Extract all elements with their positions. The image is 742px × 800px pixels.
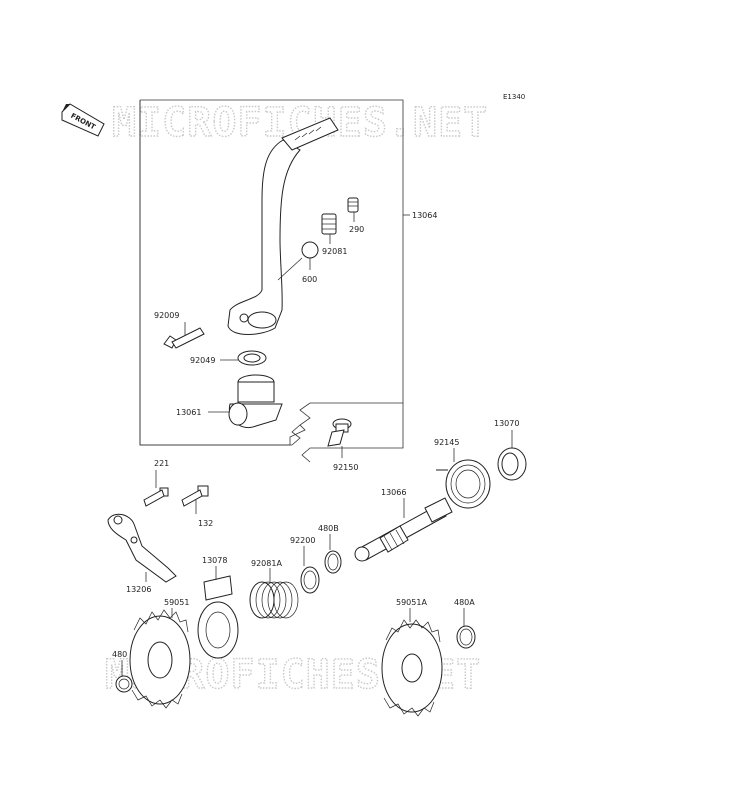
bolt-92009 <box>163 327 205 349</box>
label-92145: 92145 <box>434 438 459 447</box>
spring-92081a <box>249 581 299 619</box>
collar-13070 <box>497 447 527 481</box>
label-92200: 92200 <box>290 536 315 545</box>
label-480b: 480B <box>318 524 339 533</box>
label-92081: 92081 <box>322 247 347 256</box>
label-480a: 480A <box>454 598 475 607</box>
front-arrow-icon: FRONT <box>61 103 105 137</box>
label-221: 221 <box>154 459 169 468</box>
label-13206: 13206 <box>126 585 151 594</box>
kick-shaft-13066 <box>354 497 453 562</box>
bolt-92150 <box>327 418 352 447</box>
gear-59051a <box>381 619 443 717</box>
ball-600 <box>301 241 319 259</box>
label-13078: 13078 <box>202 556 227 565</box>
label-13070: 13070 <box>494 419 519 428</box>
label-600: 600 <box>302 275 317 284</box>
label-13064: 13064 <box>412 211 437 220</box>
label-92150: 92150 <box>333 463 358 472</box>
bolt-221 <box>143 487 169 507</box>
spring-290 <box>347 197 359 213</box>
leader-lines <box>121 212 513 676</box>
boss-13061 <box>228 374 283 428</box>
gear-59051 <box>129 609 191 709</box>
label-13061: 13061 <box>176 408 201 417</box>
bolt-132 <box>181 485 209 507</box>
torsion-spring-92145 <box>436 459 491 509</box>
label-59051: 59051 <box>164 598 189 607</box>
label-132: 132 <box>198 519 213 528</box>
label-480: 480 <box>112 650 127 659</box>
label-92009: 92009 <box>154 311 179 320</box>
label-92049: 92049 <box>190 356 215 365</box>
kick-pedal-arm <box>227 117 339 335</box>
label-92081a: 92081A <box>251 559 282 568</box>
spring-92081 <box>321 213 337 235</box>
diagram-code: E1340 <box>503 93 525 101</box>
watermark-top: MICROFICHES.NET <box>112 100 488 146</box>
circlip-480 <box>115 675 133 693</box>
guide-13206 <box>107 513 177 583</box>
label-59051a: 59051A <box>396 598 427 607</box>
label-13066: 13066 <box>381 488 406 497</box>
ratchet-13078 <box>197 575 239 659</box>
label-290: 290 <box>349 225 364 234</box>
assembly-box <box>140 99 404 449</box>
